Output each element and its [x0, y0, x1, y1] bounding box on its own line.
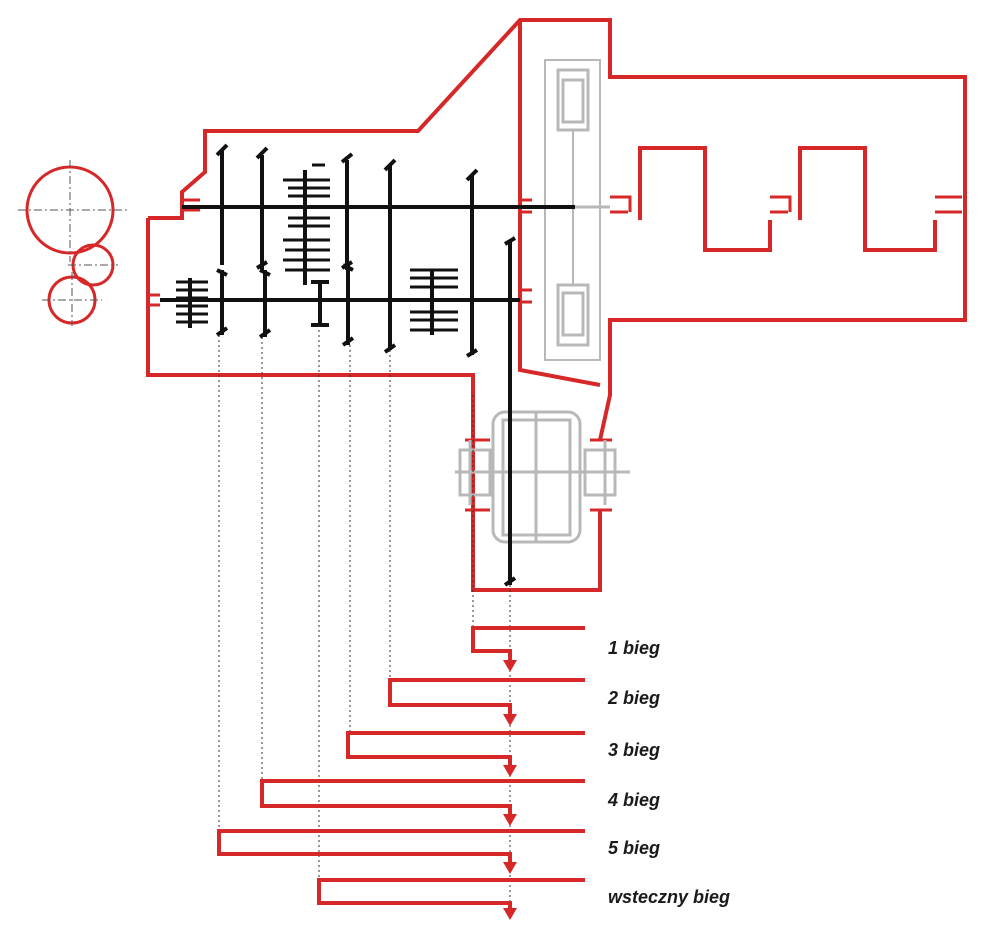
engine-crank-outline: [638, 146, 937, 252]
flow-gear-5: [217, 829, 585, 864]
housing-left-wall: [146, 218, 602, 592]
synchro-1-2: [283, 163, 330, 285]
synchro-5: [176, 278, 208, 328]
label-gear-1: 1 bieg: [608, 638, 660, 658]
gear-labels: 1 bieg 2 bieg 3 bieg 4 bieg 5 bieg wstec…: [607, 638, 730, 907]
gearbox-housing: [146, 18, 967, 592]
flow-gear-4: [260, 779, 585, 816]
clutch-assembly: [544, 59, 610, 361]
differential-housing: [455, 410, 630, 544]
shafts-and-gears: [160, 143, 575, 587]
power-flow-arrows: [217, 626, 585, 910]
label-gear-2: 2 bieg: [607, 688, 660, 708]
flow-gear-3: [346, 731, 585, 767]
flow-gear-2: [388, 678, 585, 716]
flow-gear-reverse: [317, 878, 585, 910]
arrow-heads: [503, 660, 517, 920]
guide-lines: [218, 325, 511, 918]
label-gear-reverse: wsteczny bieg: [608, 887, 730, 907]
housing-main-outline: [148, 18, 967, 441]
centerlines: [18, 160, 128, 326]
label-gear-3: 3 bieg: [608, 740, 660, 760]
bell-housing-slant: [518, 20, 601, 387]
flow-gear-1: [471, 626, 585, 662]
label-gear-4: 4 bieg: [607, 790, 660, 810]
label-gear-5: 5 bieg: [608, 838, 660, 858]
synchro-3-4: [410, 268, 458, 335]
bearings: [150, 195, 962, 512]
